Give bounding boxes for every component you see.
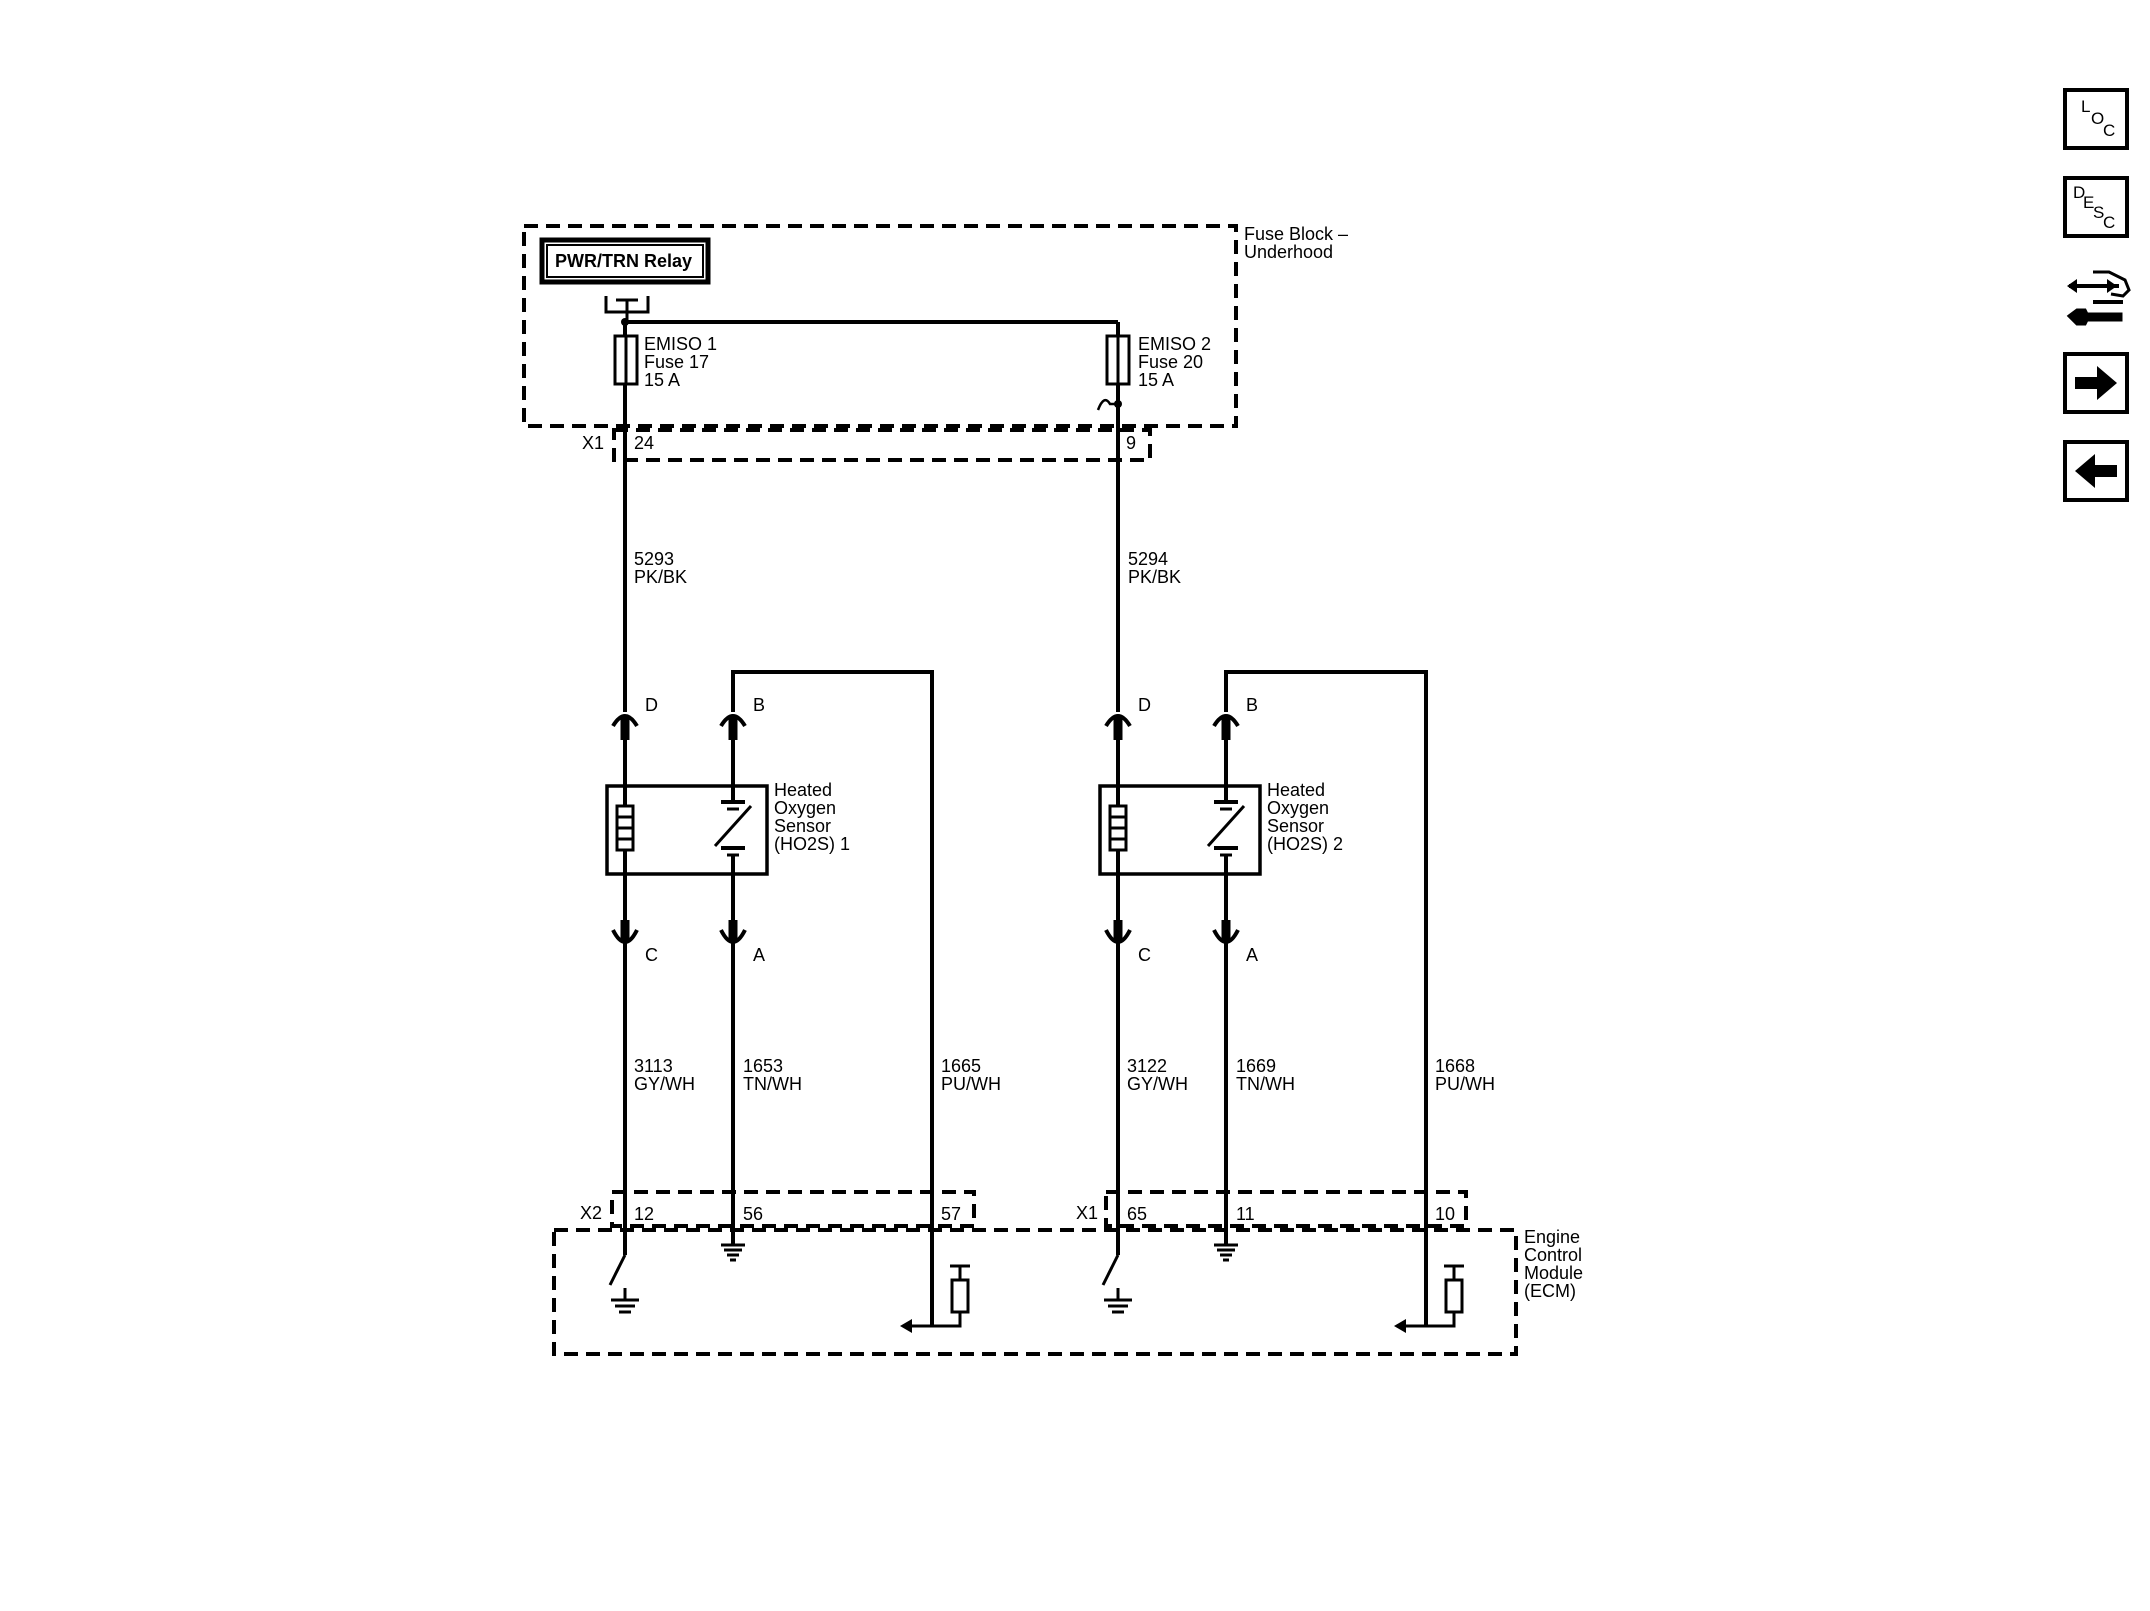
svg-text:D: D <box>1138 695 1151 715</box>
fuse-emiso-2: EMISO 2 Fuse 20 15 A <box>1096 334 1211 411</box>
svg-text:TN/WH: TN/WH <box>743 1074 802 1094</box>
svg-text:TN/WH: TN/WH <box>1236 1074 1295 1094</box>
svg-text:C: C <box>645 945 658 965</box>
fuse-block-title: Fuse Block –Underhood <box>1244 224 1348 262</box>
svg-text:5294: 5294 <box>1128 549 1168 569</box>
svg-text:15 A: 15 A <box>1138 370 1174 390</box>
svg-text:X1: X1 <box>582 433 604 453</box>
svg-text:15 A: 15 A <box>644 370 680 390</box>
svg-text:1665: 1665 <box>941 1056 981 1076</box>
svg-text:X1: X1 <box>1076 1203 1098 1223</box>
svg-text:GY/WH: GY/WH <box>634 1074 695 1094</box>
svg-text:65: 65 <box>1127 1204 1147 1224</box>
svg-text:GY/WH: GY/WH <box>1127 1074 1188 1094</box>
svg-text:12: 12 <box>634 1204 654 1224</box>
svg-text:1653: 1653 <box>743 1056 783 1076</box>
svg-text:EMISO 1: EMISO 1 <box>644 334 717 354</box>
svg-text:11: 11 <box>1236 1204 1255 1224</box>
next-page-button[interactable] <box>2063 352 2129 414</box>
relay-label: PWR/TRN Relay <box>555 251 692 271</box>
fuse-block: Fuse Block –Underhood PWR/TRN Relay EMIS… <box>522 224 1348 462</box>
svg-text:E: E <box>2083 193 2094 212</box>
previous-page-button[interactable] <box>2063 440 2129 502</box>
svg-text:O: O <box>2091 109 2104 128</box>
svg-text:PU/WH: PU/WH <box>941 1074 1001 1094</box>
svg-text:56: 56 <box>743 1204 763 1224</box>
svg-text:S: S <box>2093 203 2104 222</box>
fuse-emiso-1: EMISO 1 Fuse 17 15 A <box>613 322 717 390</box>
svg-text:3122: 3122 <box>1127 1056 1167 1076</box>
svg-text:PU/WH: PU/WH <box>1435 1074 1495 1094</box>
svg-text:9: 9 <box>1126 433 1136 453</box>
svg-text:5293: 5293 <box>634 549 674 569</box>
svg-text:A: A <box>1246 945 1258 965</box>
location-button[interactable]: L O C <box>2063 88 2129 150</box>
wires: 5293 PK/BK 5294 PK/BK 3113 GY/WH 1653 TN… <box>623 384 1495 1326</box>
description-button[interactable]: D E S C <box>2063 176 2129 238</box>
svg-text:D: D <box>2073 183 2085 202</box>
loc-icon: L O C <box>2081 97 2115 140</box>
svg-text:24: 24 <box>634 433 654 453</box>
svg-text:PK/BK: PK/BK <box>1128 567 1181 587</box>
svg-text:A: A <box>753 945 765 965</box>
svg-text:B: B <box>1246 695 1258 715</box>
svg-text:B: B <box>753 695 765 715</box>
svg-text:D: D <box>645 695 658 715</box>
svg-text:57: 57 <box>941 1204 961 1224</box>
svg-text:3113: 3113 <box>634 1056 673 1076</box>
arrow-left-icon <box>2075 454 2117 488</box>
svg-text:L: L <box>2081 97 2090 116</box>
svg-text:PK/BK: PK/BK <box>634 567 687 587</box>
desc-icon: D E S C <box>2073 183 2115 232</box>
svg-text:C: C <box>2103 213 2115 232</box>
svg-text:Fuse 17: Fuse 17 <box>644 352 709 372</box>
svg-text:1668: 1668 <box>1435 1056 1475 1076</box>
svg-text:X2: X2 <box>580 1203 602 1223</box>
svg-text:10: 10 <box>1435 1204 1455 1224</box>
svg-text:Fuse 20: Fuse 20 <box>1138 352 1203 372</box>
svg-text:1669: 1669 <box>1236 1056 1276 1076</box>
arrow-right-icon <box>2075 366 2117 400</box>
relay-box <box>539 237 711 285</box>
svg-text:C: C <box>2103 121 2115 140</box>
service-tools-icon[interactable] <box>2063 266 2133 332</box>
svg-text:C: C <box>1138 945 1151 965</box>
svg-text:EMISO 2: EMISO 2 <box>1138 334 1211 354</box>
